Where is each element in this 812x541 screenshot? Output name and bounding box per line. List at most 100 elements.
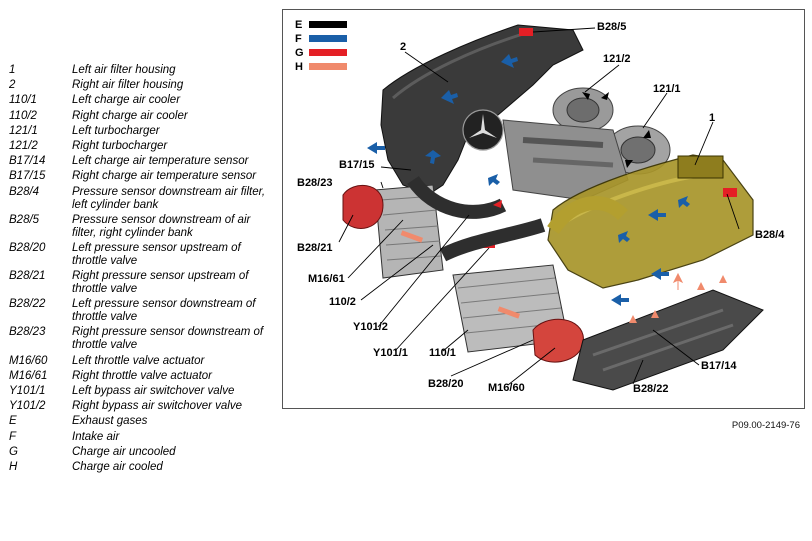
legend-row: M16/60 Left throttle valve actuator bbox=[9, 355, 271, 368]
legend-text: Charge air cooled bbox=[72, 460, 163, 473]
label-2: 2 bbox=[400, 41, 406, 53]
legend-key: B28/5 bbox=[9, 213, 40, 226]
cooled-flow-arrow-icon bbox=[629, 315, 637, 323]
legend-row: 110/2 Right charge air cooler bbox=[9, 110, 271, 123]
exhaust-flow-arrow-icon bbox=[625, 130, 651, 168]
legend-key: 110/2 bbox=[9, 109, 37, 122]
legend-text: Right turbocharger bbox=[72, 139, 168, 152]
legend-text: Exhaust gases bbox=[72, 415, 148, 428]
legend-row: B28/22 Left pressure sensor downstream of… bbox=[9, 298, 271, 324]
legend-text: Pressure sensor downstream air filter, l… bbox=[72, 185, 266, 211]
legend-row: B28/5 Pressure sensor downstream of air f… bbox=[9, 214, 271, 240]
label-y101-1: Y101/1 bbox=[373, 347, 408, 359]
engine-illustration: E F G H bbox=[295, 19, 785, 395]
exhaust-flow-arrow-icon bbox=[582, 92, 609, 100]
legend-text: Left air filter housing bbox=[72, 64, 176, 76]
legend-key: B28/23 bbox=[9, 326, 46, 339]
intake-flow-arrow-icon bbox=[441, 90, 458, 104]
label-b28-4: B28/4 bbox=[755, 229, 785, 241]
legend-key: B28/22 bbox=[9, 298, 46, 311]
legend-key: M16/60 bbox=[9, 354, 48, 367]
cooled-flow-arrow-icon bbox=[672, 272, 684, 290]
label-110-1: 110/1 bbox=[429, 347, 456, 359]
legend-text: Left charge air temperature sensor bbox=[72, 155, 249, 168]
color-swatch-exhaust bbox=[309, 21, 347, 28]
charge-air-pipes bbox=[407, 175, 628, 262]
legend-text: Pressure sensor downstream of air filter… bbox=[72, 213, 251, 239]
cooled-flow-arrow-icon bbox=[651, 310, 659, 318]
legend-key: 121/1 bbox=[9, 124, 38, 137]
legend-key: E bbox=[9, 415, 17, 428]
legend-row: B17/14 Left charge air temperature sensor bbox=[9, 155, 271, 168]
cooled-flow-arrow-icon bbox=[697, 282, 705, 290]
legend-key: B28/20 bbox=[9, 241, 46, 254]
legend-key: M16/61 bbox=[9, 369, 48, 382]
color-key: E F G H bbox=[295, 19, 347, 73]
legend-key: 2 bbox=[9, 79, 16, 92]
label-m16-60: M16/60 bbox=[488, 382, 525, 394]
engine-diagram-frame: E F G H bbox=[282, 9, 805, 409]
label-b17-15: B17/15 bbox=[339, 159, 374, 171]
legend-key: B28/4 bbox=[9, 185, 40, 198]
legend-text: Left charge air cooler bbox=[72, 94, 181, 107]
legend-key: G bbox=[9, 445, 18, 458]
label-b28-20: B28/20 bbox=[428, 378, 463, 390]
legend-text: Charge air uncooled bbox=[72, 445, 176, 458]
label-b17-14: B17/14 bbox=[701, 360, 737, 372]
legend-text: Right bypass air switchover valve bbox=[72, 400, 243, 413]
intake-flow-arrow-icon bbox=[501, 54, 518, 68]
legend-row: G Charge air uncooled bbox=[9, 446, 271, 459]
legend-text: Right pressure sensor upstream of thrott… bbox=[72, 270, 249, 296]
legend-text: Right pressure sensor downstream of thro… bbox=[72, 326, 264, 352]
legend-row: 1 Left air filter housing bbox=[9, 64, 271, 77]
legend-text: Right throttle valve actuator bbox=[72, 369, 212, 382]
legend-row: B17/15 Right charge air temperature senso… bbox=[9, 170, 271, 183]
intake-flow-arrow-icon bbox=[488, 174, 500, 186]
color-swatch-intake bbox=[309, 35, 347, 42]
legend-key: Y101/2 bbox=[9, 400, 46, 413]
label-110-2: 110/2 bbox=[329, 296, 356, 308]
legend-row: Y101/2 Right bypass air switchover valve bbox=[9, 400, 271, 413]
legend-key: 121/2 bbox=[9, 139, 38, 152]
label-1: 1 bbox=[709, 112, 715, 124]
legend-key: F bbox=[9, 430, 17, 443]
intake-flow-arrow-icon bbox=[611, 294, 629, 306]
label-m16-61: M16/61 bbox=[308, 273, 345, 285]
color-swatch-uncooled bbox=[309, 49, 347, 56]
intake-flow-arrow-icon bbox=[651, 268, 669, 280]
legend-key: B17/14 bbox=[9, 155, 46, 168]
legend-key: B17/15 bbox=[9, 170, 46, 183]
legend-row: E Exhaust gases bbox=[9, 415, 271, 428]
legend-key: 1 bbox=[9, 64, 16, 76]
cooled-flow-arrow-icon bbox=[719, 275, 727, 283]
turbochargers bbox=[502, 87, 671, 201]
legend-text: Left bypass air switchover valve bbox=[72, 385, 235, 397]
legend-text: Right charge air cooler bbox=[72, 109, 188, 122]
intake-flow-arrow-icon bbox=[648, 209, 666, 221]
legend-text: Left pressure sensor downstream of throt… bbox=[72, 298, 256, 324]
legend-text: Intake air bbox=[72, 430, 120, 443]
legend-key: H bbox=[9, 460, 18, 473]
legend-text: Left throttle valve actuator bbox=[72, 354, 205, 367]
legend-key: Y101/1 bbox=[9, 385, 46, 397]
intake-flow-arrow-icon bbox=[425, 150, 441, 164]
label-121-2: 121/2 bbox=[603, 53, 631, 65]
label-b28-5: B28/5 bbox=[597, 21, 626, 33]
color-key-letter-g: G bbox=[295, 47, 304, 59]
flow-arrows bbox=[367, 54, 727, 323]
intake-flow-arrow-icon bbox=[367, 142, 385, 154]
label-121-1: 121/1 bbox=[653, 83, 681, 95]
legend-key: B28/21 bbox=[9, 270, 46, 283]
legend-text: Right charge air temperature sensor bbox=[72, 170, 257, 183]
legend-row: H Charge air cooled bbox=[9, 461, 271, 474]
legend-row: Y101/1 Left bypass air switchover valve bbox=[9, 385, 271, 398]
color-key-letter-e: E bbox=[295, 19, 302, 31]
legend-row: B28/4 Pressure sensor downstream air filt… bbox=[9, 186, 271, 212]
color-key-letter-h: H bbox=[295, 61, 303, 73]
legend-row: M16/61 Right throttle valve actuator bbox=[9, 370, 271, 383]
legend-row: B28/23 Right pressure sensor downstream o… bbox=[9, 326, 271, 352]
